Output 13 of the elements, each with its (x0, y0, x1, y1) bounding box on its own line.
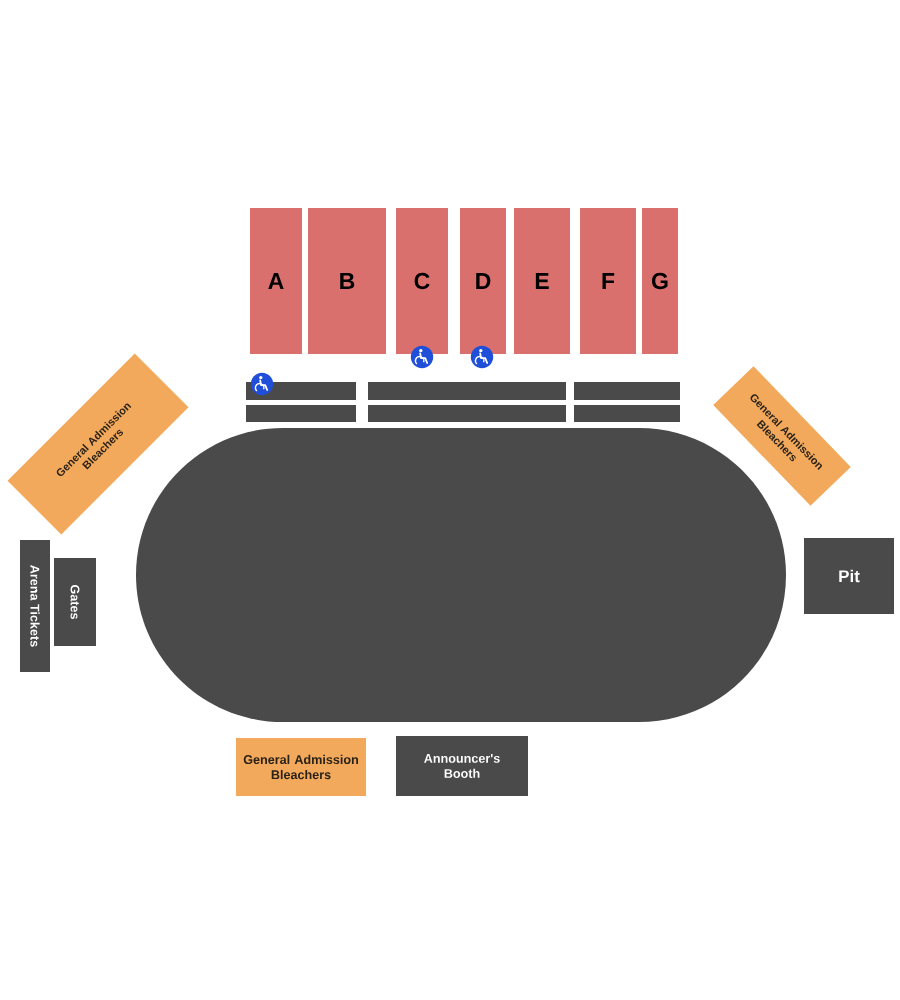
seating-section: F (580, 208, 636, 354)
seating-section: B (308, 208, 386, 354)
seating-section: A (250, 208, 302, 354)
seating-section: D (460, 208, 506, 354)
seating-section: E (514, 208, 570, 354)
seating-row (368, 405, 566, 422)
seating-section: G (642, 208, 678, 354)
seating-row (368, 382, 566, 400)
pit-area: Pit (804, 538, 894, 614)
seating-row (246, 405, 356, 422)
seating-row (574, 405, 680, 422)
seating-row (574, 382, 680, 400)
seating-section: C (396, 208, 448, 354)
